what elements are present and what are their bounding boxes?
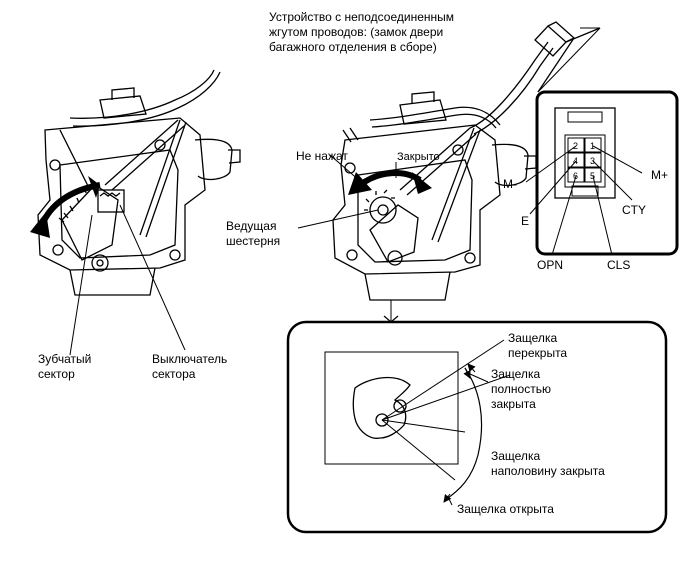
pin-2: 2 [573,141,579,151]
left-lock-assembly [37,69,241,296]
pin-6: 6 [573,171,579,181]
pin-1: 1 [590,141,596,151]
terminal-opn: OPN [537,258,564,272]
drive-gear-label-line2: шестерня [226,234,281,248]
terminal-cty: CTY [622,203,646,217]
right-leader-lines [297,27,601,322]
terminal-m-plus: M+ [651,168,669,182]
terminal-cls: CLS [607,258,631,272]
latch-half-closed-line1: Защелка [491,449,541,463]
latch-overlapped-line1: Защелка [508,331,558,345]
gear-sector-label-line1: Зубчатый [38,352,92,366]
latch-fully-closed-line1: Защелка [491,367,541,381]
terminal-m-minus: M- [503,177,517,191]
left-leader-lines [69,204,186,356]
pin-5: 5 [590,171,596,181]
header-caption-line2: жгутом проводов: (замок двери [269,25,444,39]
latch-fully-closed-line2: полностью [491,382,551,396]
closed-label: Закрыто [397,151,440,163]
latch-open-label: Защелка открыта [457,502,554,516]
pin-4: 4 [573,156,579,166]
latch-overlapped-line2: перекрыта [508,346,568,360]
right-rotation-arrow [348,170,432,195]
left-rotation-arrow [30,176,101,238]
latch-half-closed-line2: наполовину закрыта [491,464,605,478]
connector-detail [525,90,679,256]
drive-gear-label-line1: Ведущая [226,219,277,233]
latch-detail-box [286,320,668,534]
header-caption-line3: багажного отделения в сборе) [269,40,437,54]
sector-switch-label-line2: сектора [152,367,196,381]
terminal-e: E [521,214,530,228]
gear-sector-label-line2: сектор [38,367,75,381]
latch-fully-closed-line3: закрыта [491,397,536,411]
sector-switch-label-line1: Выключатель [152,352,228,366]
pin-3: 3 [590,156,596,166]
not-pressed-label: Не нажат [296,149,348,163]
header-caption-line1: Устройство с неподсоединенным [269,10,455,24]
